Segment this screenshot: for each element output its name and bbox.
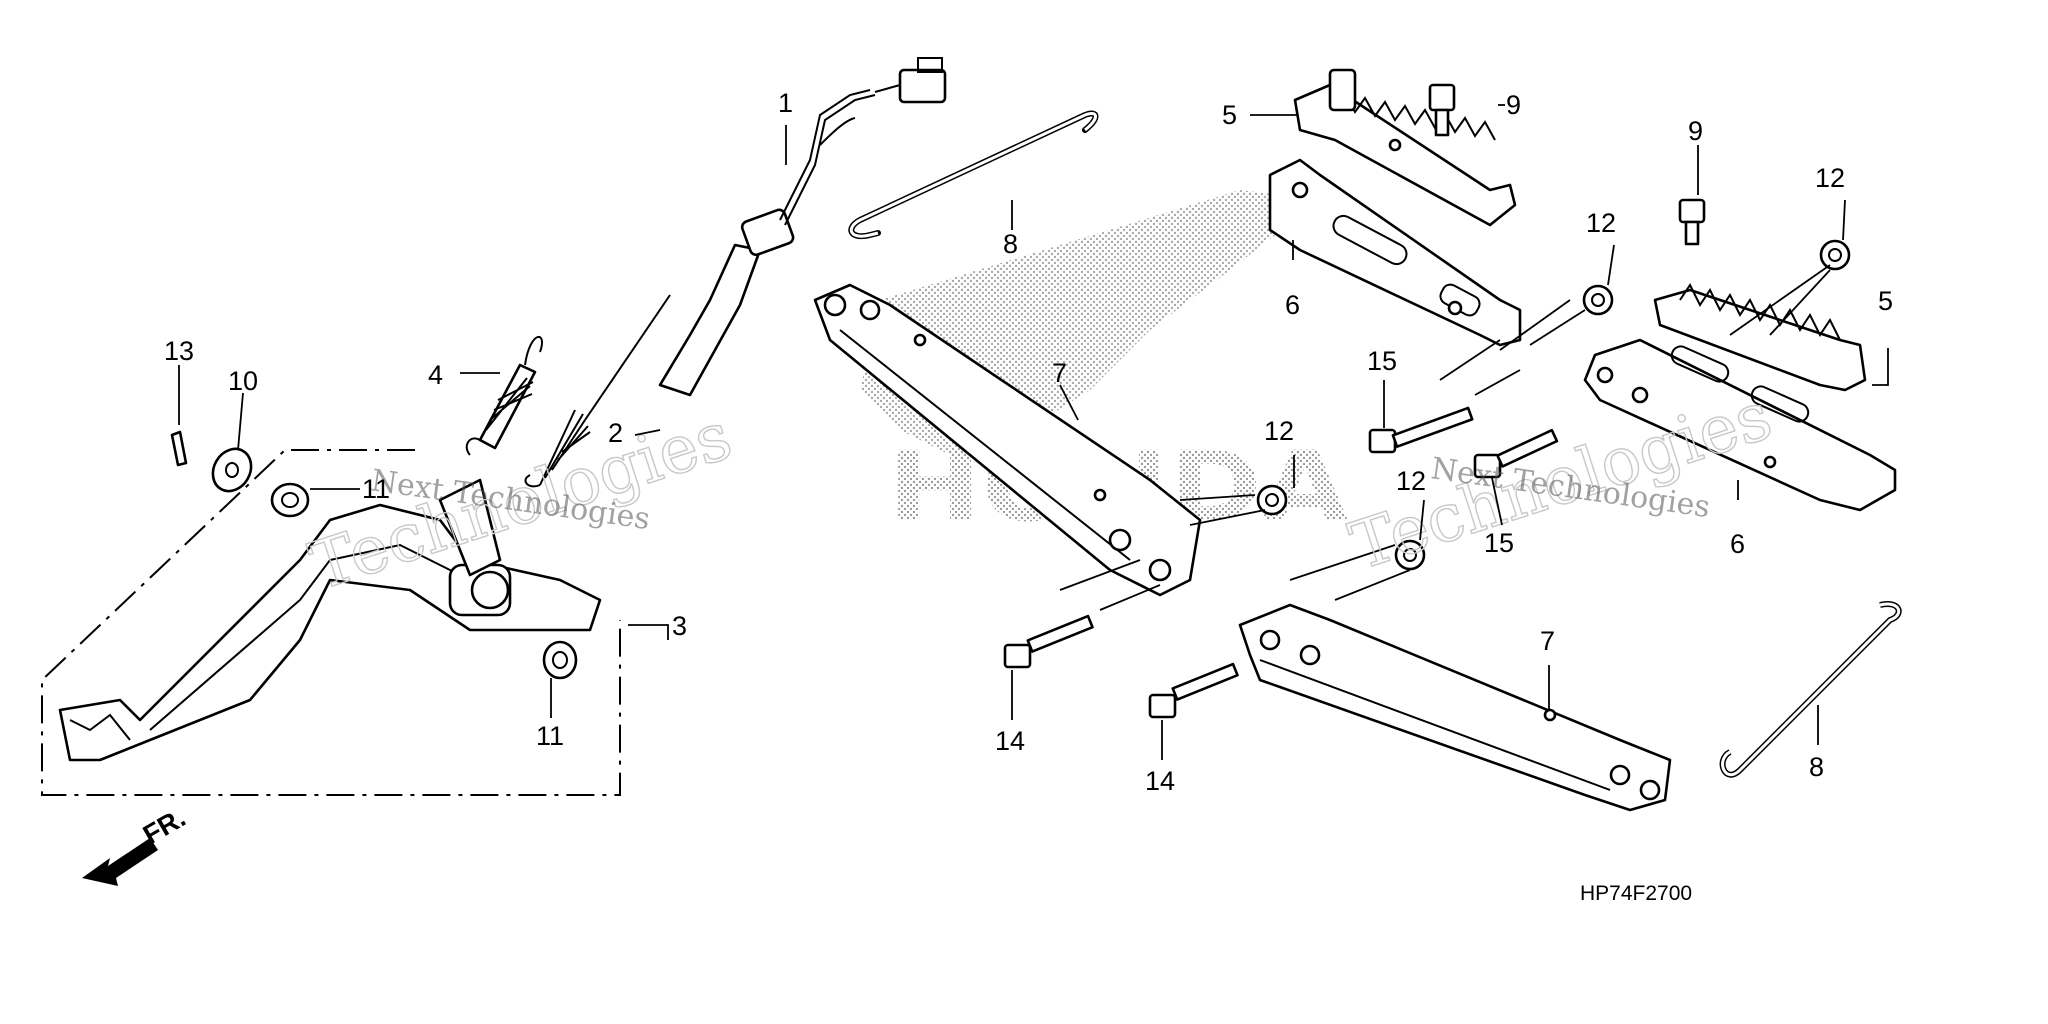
step-holder-6-lower bbox=[1583, 338, 1897, 512]
callout-7-upper: 7 bbox=[1052, 358, 1067, 388]
bolt-9-right bbox=[1678, 198, 1706, 246]
brake-switch bbox=[658, 57, 947, 397]
callout-6-upper: 6 bbox=[1285, 290, 1300, 320]
callout-7-lower: 7 bbox=[1540, 626, 1555, 656]
callout-9-right: 9 bbox=[1688, 116, 1703, 146]
callout-5-lower: 5 bbox=[1878, 286, 1893, 316]
bracket-7-lower bbox=[1238, 603, 1672, 812]
switch-connector bbox=[898, 68, 947, 104]
front-arrow-icon: FR. bbox=[82, 802, 191, 886]
callout-12-b: 12 bbox=[1815, 163, 1845, 193]
callout-14-a: 14 bbox=[995, 726, 1025, 756]
callout-10: 10 bbox=[228, 366, 258, 396]
callout-1: 1 bbox=[778, 88, 793, 118]
rod-8-lower bbox=[1719, 601, 1902, 778]
callout-12-a: 12 bbox=[1264, 416, 1294, 446]
diagram-code: HP74F2700 bbox=[1580, 882, 1692, 905]
nut-12-b bbox=[1819, 239, 1851, 271]
callout-5-upper: 5 bbox=[1222, 100, 1237, 130]
callout-12-d: 12 bbox=[1396, 466, 1426, 496]
leader-lines bbox=[178, 104, 1889, 760]
callout-3: 3 bbox=[672, 611, 687, 641]
callout-8-lower: 8 bbox=[1809, 752, 1824, 782]
nut-12-c bbox=[1256, 484, 1288, 516]
bracket-7-upper bbox=[813, 283, 1202, 597]
callout-8-upper: 8 bbox=[1003, 229, 1018, 259]
spring-2 bbox=[524, 294, 671, 488]
step-holder-6-upper bbox=[1268, 158, 1522, 347]
callout-15-a: 15 bbox=[1367, 346, 1397, 376]
nut-12-d bbox=[1394, 539, 1426, 571]
brake-pedal-group bbox=[41, 449, 621, 796]
callout-9-upper: 9 bbox=[1506, 90, 1521, 120]
bolt-15-a bbox=[1368, 406, 1474, 454]
callout-2: 2 bbox=[608, 418, 623, 448]
bolt-9-upper bbox=[1428, 83, 1456, 137]
collar-11-lower bbox=[542, 640, 578, 680]
callout-15-b: 15 bbox=[1484, 528, 1514, 558]
callout-4: 4 bbox=[428, 360, 443, 390]
callout-12-c: 12 bbox=[1586, 208, 1616, 238]
callout-11-upper: 11 bbox=[362, 474, 390, 504]
bolt-14-a bbox=[1003, 614, 1094, 669]
callout-14-b: 14 bbox=[1145, 766, 1175, 796]
step-5-upper bbox=[1293, 68, 1517, 227]
group-outline bbox=[41, 449, 621, 796]
callout-6-lower: 6 bbox=[1730, 529, 1745, 559]
spring-4 bbox=[465, 335, 543, 456]
washer-10 bbox=[211, 447, 253, 493]
bolt-14-b bbox=[1148, 662, 1239, 719]
cotter-pin-13 bbox=[170, 430, 188, 467]
bolt-15-b bbox=[1473, 428, 1559, 479]
assembly-lines bbox=[1059, 264, 1831, 611]
nut-12-a bbox=[1582, 284, 1614, 316]
collar-11-upper bbox=[270, 482, 310, 518]
callout-11-lower: 11 bbox=[536, 721, 564, 751]
step-5-lower bbox=[1653, 283, 1867, 392]
rod-8-upper bbox=[848, 110, 1099, 240]
callouts: 1 2 3 4 5 5 6 6 7 7 8 8 9 9 10 11 11 12 … bbox=[164, 88, 1893, 796]
callout-13: 13 bbox=[164, 336, 194, 366]
